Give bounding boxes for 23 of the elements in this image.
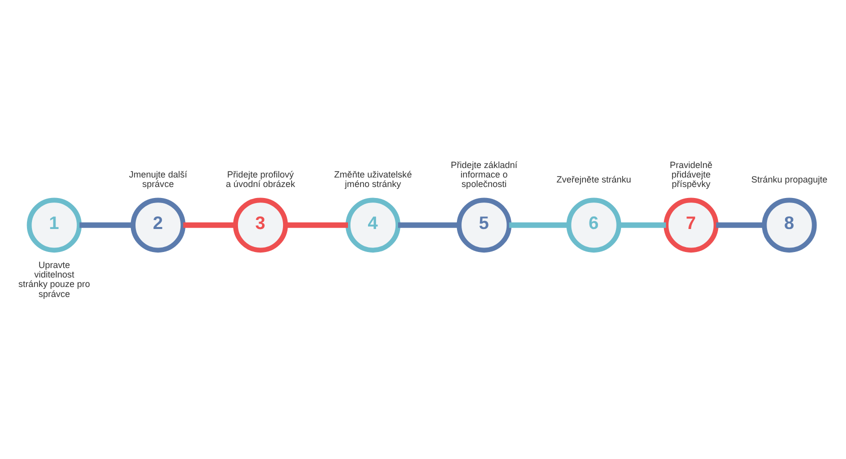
node-circle: 5: [456, 197, 512, 252]
connector: [716, 222, 764, 228]
connector: [398, 222, 459, 228]
node-circle: 2: [130, 197, 186, 252]
connector: [79, 222, 134, 228]
node-circle: 4: [346, 197, 400, 252]
connector: [286, 222, 348, 228]
node-circle: 6: [566, 197, 622, 252]
node-label: Stránku propagujte: [751, 174, 828, 184]
node-label: Upravte viditelnost stránky pouze pro správce: [18, 259, 90, 298]
node-label: Zveřejněte stránku: [556, 174, 632, 184]
connector: [183, 222, 236, 228]
node-circle: 3: [233, 197, 288, 252]
node-label: Přidejte profilový a úvodní obrázek: [226, 169, 296, 189]
connector: [618, 222, 666, 228]
node-circle: 8: [762, 197, 817, 252]
node-circle: 1: [26, 197, 82, 252]
node-label: Změňte uživatelské jméno stránky: [334, 169, 412, 189]
node-label: Pravidelně přidávejte příspěvky: [670, 159, 712, 189]
node-label: Přidejte základní informace o společnosti: [450, 159, 518, 189]
connector: [509, 222, 569, 228]
node-circle: 7: [664, 197, 718, 252]
node-label: Jmenujte další správce: [129, 169, 188, 189]
